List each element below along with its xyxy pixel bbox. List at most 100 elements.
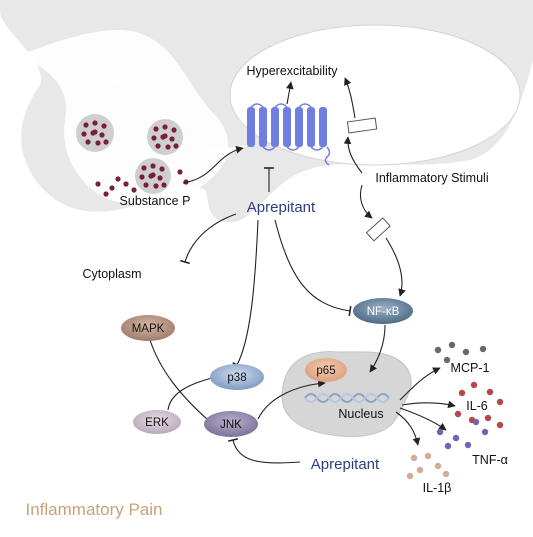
inhibit-aprepitant-p38 [232, 219, 259, 368]
substance-p-dot [153, 183, 159, 189]
il6-dot [458, 389, 466, 397]
substance-p-dot [123, 181, 129, 187]
tnfa-dot [472, 418, 480, 426]
nucleus-label: Nucleus [338, 407, 383, 421]
tnfa-dot [452, 434, 460, 442]
aprepitant-top-label: Aprepitant [247, 199, 316, 216]
il6-dot [454, 410, 462, 418]
arrow-receptor2-hyperexcitability [344, 77, 356, 119]
tnfa-dot [444, 442, 452, 450]
microglia-label: Microglia [446, 226, 494, 240]
substance-p-dot [159, 166, 165, 172]
substance-p-label: Substance P [120, 194, 191, 208]
inflammatory-pain-label: Inflammatory Pain [26, 500, 163, 519]
substance-p-dot [95, 181, 101, 187]
erk-node [133, 410, 181, 434]
neuron-receptor [346, 117, 378, 134]
il1b-dot [424, 452, 432, 460]
microglia-cell [24, 208, 511, 512]
substance-p-dot [101, 123, 107, 129]
substance-p-dot [115, 176, 121, 182]
substance-p-dot [85, 139, 91, 145]
nfkb-node [353, 298, 413, 324]
arrow-nucleus-tnfa [399, 407, 447, 431]
p38-node [210, 364, 264, 390]
il1b-dot [442, 470, 450, 478]
jnk-label: JNK [220, 419, 242, 431]
mcp1-label: MCP-1 [451, 361, 490, 375]
mcp1-dot [462, 348, 470, 356]
synapse-terminal [20, 30, 229, 205]
substance-p-dot [173, 143, 179, 149]
tnfa-dot [481, 428, 489, 436]
arrow-nucleus-il1b [395, 411, 421, 446]
inhibit-aprepitant-nfkb [274, 219, 352, 317]
substance-p-dot [143, 182, 149, 188]
substance-p-dot [153, 126, 159, 132]
il6-dot [484, 414, 492, 422]
mcp1-dot [479, 345, 487, 353]
mapk-label: MAPK [132, 323, 165, 335]
jnk-node [204, 411, 258, 437]
cytokine-dots [406, 341, 504, 480]
substance-p-dot [162, 124, 168, 130]
il6-dot [486, 388, 494, 396]
arrow-nucleus-il6 [401, 400, 456, 409]
substance-p-dot [155, 143, 161, 149]
il6-dot [496, 421, 504, 429]
il6-dot [496, 398, 504, 406]
inhibit-aprepitant-jnk [227, 438, 301, 464]
inhibit-aprepitant-cytoplasm [180, 213, 237, 265]
substance-p-dots [81, 120, 189, 197]
substance-p-dot [177, 169, 183, 175]
substance-p-dot [83, 122, 89, 128]
substance-p-dot [92, 120, 98, 126]
substance-p-dot [171, 127, 177, 133]
synapses-label: Synapses [86, 71, 139, 85]
p38-label: p38 [227, 372, 246, 384]
neuron-label: Neuron [412, 114, 451, 128]
arrow-stimuli-microglia [359, 184, 373, 219]
substance-p-dot [162, 133, 168, 139]
arrow-receptor-nfkb [385, 237, 406, 297]
microglia-receptor [365, 217, 391, 242]
il1b-dot [410, 454, 418, 462]
line-mapk-jnk [149, 339, 209, 421]
tnfa-dot [464, 441, 472, 449]
arrow-jnk-nucleus [257, 379, 326, 420]
arrow-stimuli-neuron [343, 136, 363, 174]
aprepitant-bottom-label: Aprepitant [311, 456, 380, 473]
nfkb-label: NF-κB [367, 306, 400, 318]
mcp1-dot [434, 346, 442, 354]
substance-p-dot [103, 191, 109, 197]
p65-label: p65 [316, 365, 335, 377]
il1b-label: IL-1β [423, 481, 452, 495]
arrow-substancep-receptor [182, 145, 244, 184]
substance-p-dot [151, 135, 157, 141]
substance-p-dot [139, 174, 145, 180]
substance-p-dot [169, 136, 175, 142]
substance-p-dot [141, 165, 147, 171]
il1b-dot [416, 466, 424, 474]
substance-p-dot [92, 129, 98, 135]
substance-p-dot [157, 175, 163, 181]
cytoplasm-label: Cytoplasm [82, 267, 141, 281]
mcp1-dot [448, 341, 456, 349]
substance-p-dot [95, 140, 101, 146]
arrow-nfkb-nucleus [369, 324, 386, 373]
inflammatory-stimuli-label: Inflammatory Stimuli [375, 171, 488, 185]
erk-label: ERK [145, 417, 169, 429]
hyperexcitability-label: Hyperexcitability [246, 64, 338, 78]
arrow-nucleus-mcp1 [399, 367, 441, 401]
il6-dot [470, 381, 478, 389]
substance-p-dot [81, 131, 87, 137]
tnfa-label: TNF-α [472, 453, 508, 467]
substance-p-dot [99, 132, 105, 138]
substance-p-dot [161, 182, 167, 188]
substance-p-dot [103, 139, 109, 145]
substance-p-dot [131, 187, 137, 193]
tnfa-dot [436, 428, 444, 436]
il6-label: IL-6 [466, 399, 488, 413]
